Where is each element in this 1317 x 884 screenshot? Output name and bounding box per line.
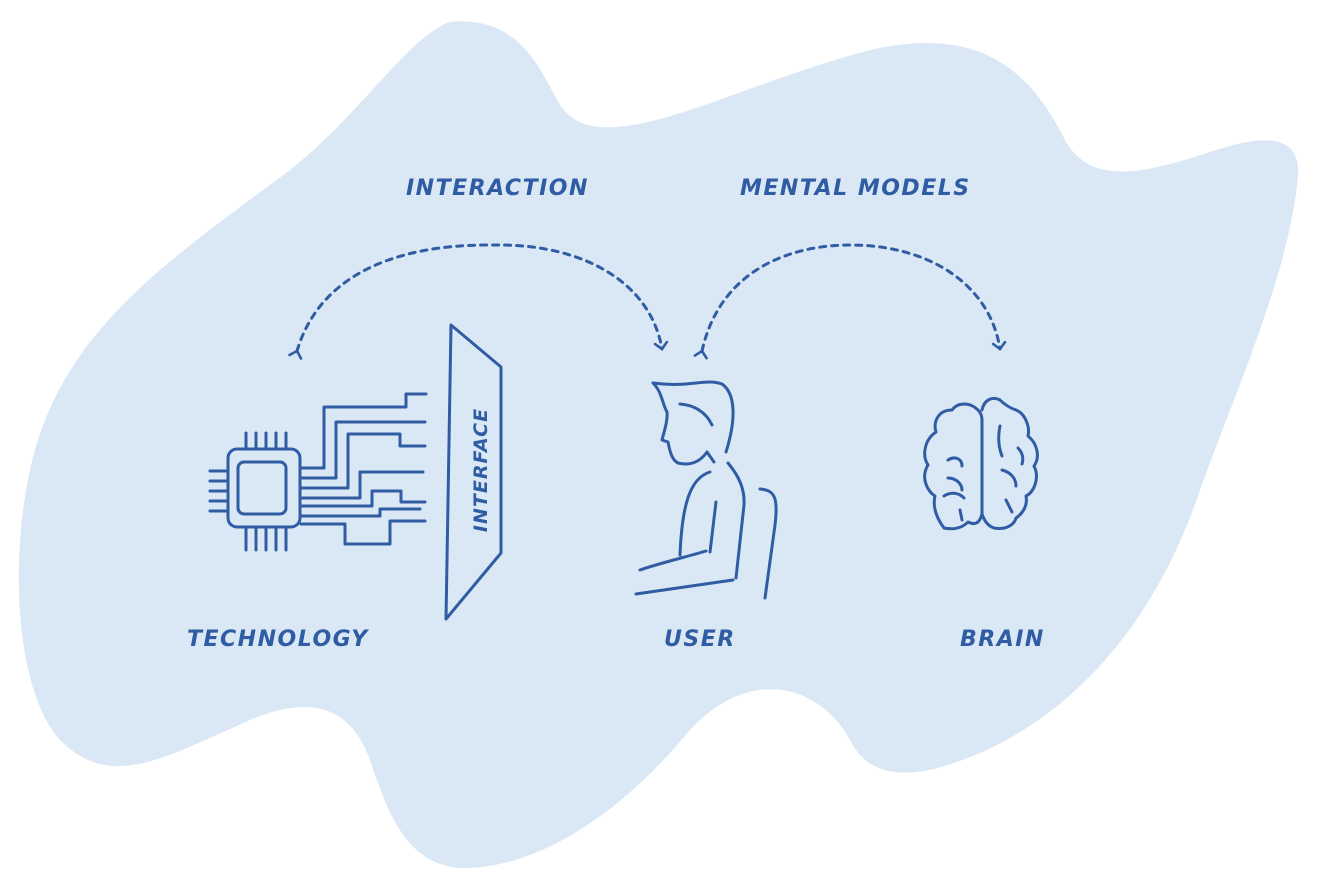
interaction-label: INTERACTION [406,176,589,201]
screen-panel-icon [444,323,503,621]
technology-label: TECHNOLOGY [187,627,369,652]
user-label: USER [664,627,736,652]
interaction-arrow [288,243,669,360]
background-blob [18,21,1299,869]
seated-person-icon [634,380,778,600]
brain-icon [923,396,1039,531]
mental-models-label: MENTAL MODELS [740,176,971,201]
mental-models-arrow [693,243,1007,360]
interface-label: INTERFACE [470,408,492,532]
chip-icon [208,392,428,552]
brain-label: BRAIN [960,627,1045,652]
